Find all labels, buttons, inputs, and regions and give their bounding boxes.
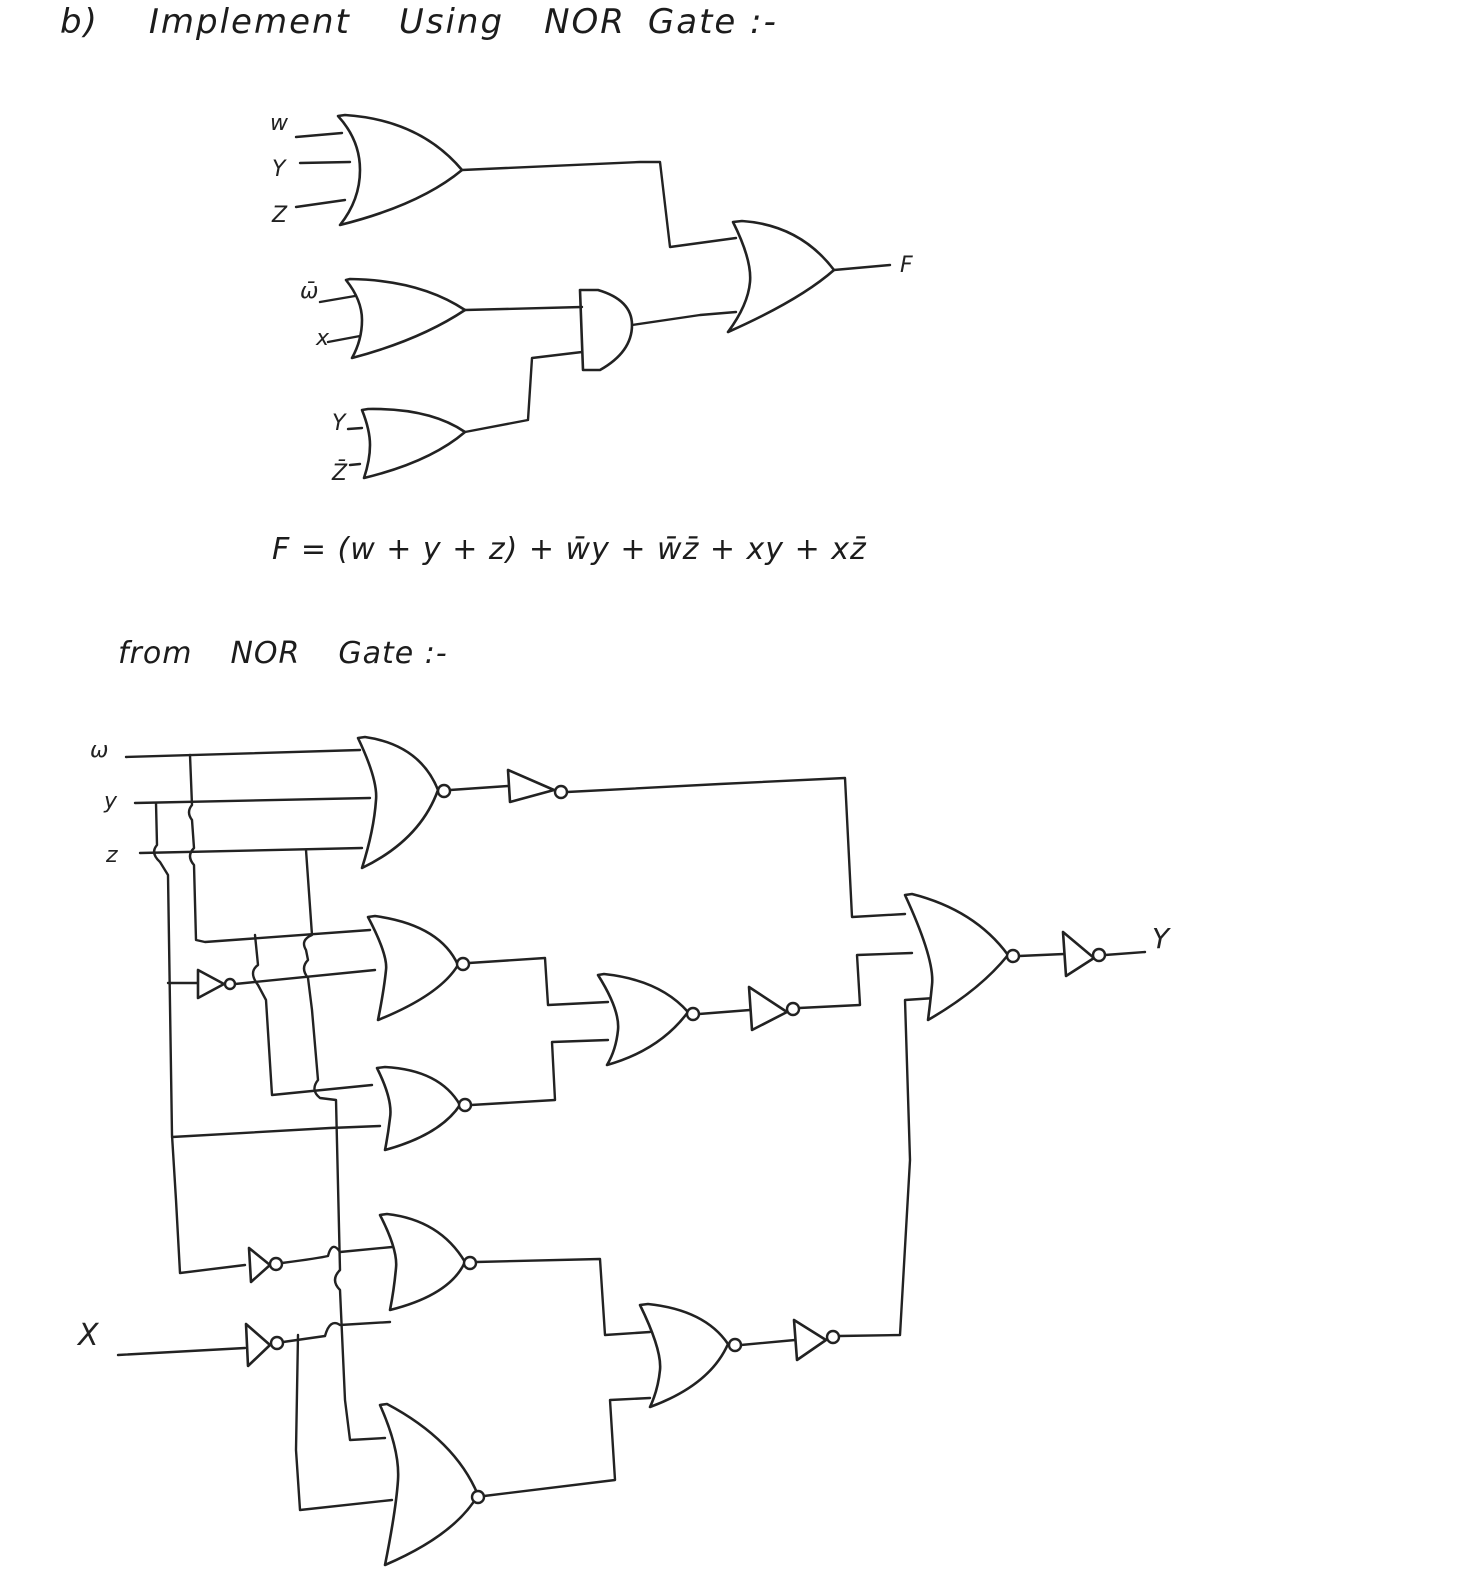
label-w: ω bbox=[90, 738, 108, 763]
wire-inv1-to-output-nor bbox=[565, 776, 907, 919]
or-gate-3 bbox=[360, 407, 467, 480]
nor-bubble bbox=[1005, 948, 1021, 964]
label-w-bar: ω̄ bbox=[300, 279, 318, 304]
wire-zbar bbox=[233, 968, 377, 986]
title-word-implement: Implement bbox=[148, 2, 351, 42]
section-subtitle: from NOR Gate :- bbox=[118, 636, 448, 671]
wire-w-tap bbox=[187, 753, 372, 944]
question-number: b) bbox=[60, 2, 99, 42]
wire-inputs-or3 bbox=[346, 426, 364, 467]
inverter-bubble bbox=[825, 1329, 841, 1345]
wire-xbar bbox=[281, 1320, 392, 1344]
nor-gate-6 bbox=[378, 1402, 480, 1567]
nor-bubble bbox=[470, 1489, 486, 1505]
wire-inv3-to-output-nor bbox=[837, 996, 937, 1338]
wire-z bbox=[138, 846, 364, 855]
nor-gate-3 bbox=[375, 1065, 462, 1152]
wire-y-branch bbox=[170, 1124, 382, 1139]
wire-ybar bbox=[280, 1245, 394, 1265]
title-word-using: Using bbox=[398, 2, 505, 42]
wire-inv2-to-output-nor bbox=[797, 951, 914, 1010]
wire-w bbox=[124, 748, 362, 759]
subtitle-word-from: from bbox=[118, 636, 193, 671]
nor-bubble bbox=[462, 1255, 478, 1271]
page-title: b) Implement Using NOR Gate :- bbox=[60, 2, 778, 42]
wire-nor1-to-inv1 bbox=[448, 784, 510, 792]
wire-nor6-to-nor7 bbox=[482, 1396, 652, 1498]
nor-bubble bbox=[457, 1097, 473, 1113]
inverter-bubble bbox=[785, 1001, 801, 1017]
not-gate-x bbox=[244, 1322, 272, 1368]
wire-inputs-or2 bbox=[318, 294, 362, 344]
label-x: x bbox=[315, 326, 330, 351]
wire-or3-to-and bbox=[463, 350, 584, 434]
title-word-nor: NOR bbox=[544, 2, 626, 42]
or-gate-output bbox=[726, 219, 836, 334]
nor-bubble bbox=[455, 956, 471, 972]
or-gate-2 bbox=[344, 277, 467, 360]
or-gate-1 bbox=[336, 113, 464, 227]
label-x: X bbox=[76, 1318, 100, 1353]
wire-nor5-to-nor7 bbox=[474, 1257, 652, 1337]
not-gate-1 bbox=[506, 768, 556, 804]
inverter-bubble bbox=[269, 1335, 285, 1351]
nor-bubble bbox=[436, 783, 452, 799]
wire-x bbox=[116, 1346, 247, 1357]
subtitle-word-nor: NOR bbox=[230, 636, 301, 671]
wire-y-tap bbox=[152, 801, 247, 1275]
wire-nor7-to-inv3 bbox=[739, 1338, 797, 1347]
label-y: y bbox=[103, 789, 118, 814]
wire-or1-to-or4 bbox=[460, 160, 738, 249]
label-f: F bbox=[900, 253, 913, 278]
nor-gate-2 bbox=[366, 914, 460, 1022]
inverter-bubble bbox=[268, 1256, 284, 1272]
diagram-or-and: w Y Z ω̄ x Y Z̄ F bbox=[270, 111, 913, 486]
nor-gate-4 bbox=[596, 972, 690, 1067]
label-z: z bbox=[105, 843, 118, 868]
equation-rhs: = (w + y + z) + w̄y + w̄z̄ + xy + xz̄ bbox=[300, 532, 867, 567]
inverter-bubble bbox=[223, 977, 237, 991]
wire-and-to-or4 bbox=[630, 310, 738, 327]
label-y-output: Y bbox=[1152, 922, 1171, 955]
inverter-bubble bbox=[1091, 947, 1107, 963]
nor-bubble bbox=[727, 1337, 743, 1353]
label-y2: Y bbox=[332, 411, 347, 436]
wire-output-y bbox=[1103, 950, 1147, 957]
nor-gate-5 bbox=[378, 1212, 467, 1312]
not-gate-output bbox=[1061, 930, 1096, 978]
wire-xbar-to-nor6 bbox=[294, 1333, 394, 1512]
subtitle-word-gate: Gate :- bbox=[338, 636, 448, 671]
label-z: Z bbox=[271, 203, 288, 228]
label-w: w bbox=[270, 111, 289, 136]
label-z-bar: Z̄ bbox=[331, 460, 348, 486]
diagram-nor: ω y z X Y bbox=[76, 735, 1171, 1567]
not-gate-z bbox=[196, 968, 226, 1000]
inverter-bubble bbox=[553, 784, 569, 800]
nor-bubble bbox=[685, 1006, 701, 1022]
wire-z-tap bbox=[302, 848, 387, 1442]
wire-inputs-or1 bbox=[294, 131, 352, 209]
wire-nor2-to-nor4 bbox=[467, 956, 610, 1007]
nor-gate-output bbox=[903, 892, 1010, 1022]
equation-lhs: F bbox=[272, 532, 291, 567]
wire-nor3-to-nor4 bbox=[469, 1038, 610, 1107]
and-gate-1 bbox=[578, 288, 634, 372]
wire-nor4-to-inv2 bbox=[697, 1008, 752, 1016]
nor-gate-1 bbox=[356, 735, 440, 870]
wire-output-f bbox=[832, 263, 892, 272]
wire-w2-tap bbox=[251, 933, 374, 1097]
not-gate-y bbox=[247, 1246, 272, 1284]
wire-output-nor-to-inverter bbox=[1017, 952, 1066, 958]
not-gate-3 bbox=[792, 1318, 828, 1362]
title-word-gate: Gate :- bbox=[647, 2, 778, 42]
wire-or2-to-and bbox=[463, 305, 584, 312]
not-gate-2 bbox=[747, 985, 789, 1032]
label-y: Y bbox=[272, 157, 287, 182]
nor-gate-7 bbox=[638, 1302, 730, 1409]
boolean-equation: F = (w + y + z) + w̄y + w̄z̄ + xy + xz̄ bbox=[272, 532, 867, 567]
wire-y bbox=[133, 796, 372, 805]
